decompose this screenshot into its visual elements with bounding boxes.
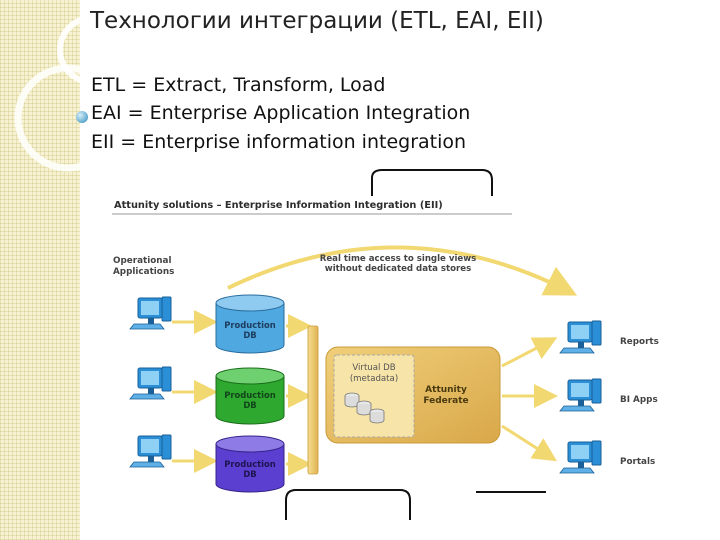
left-label-line1: Operational (113, 256, 172, 266)
connector-bar (307, 325, 319, 475)
connector-arrow (501, 337, 558, 368)
small-db-icon (356, 400, 372, 416)
arrow-label-line2: without dedicated data stores (325, 264, 471, 274)
bullet-dot-icon (76, 111, 88, 123)
virtual-db-box (333, 354, 415, 438)
attunity-federate-panel: Virtual DB (metadata) Attunity Federate (325, 346, 501, 444)
definition-etl: ETL = Extract, Transform, Load (91, 74, 386, 96)
definition-eii: EII = Enterprise information integration (91, 131, 467, 153)
left-label-line2: Applications (113, 267, 174, 277)
output-reports-label: Reports (620, 337, 659, 347)
bottom-bracket (285, 489, 411, 520)
computer-icon (559, 320, 602, 354)
definition-eai: EAI = Enterprise Application Integration (91, 102, 471, 124)
db-label-line1: Production (224, 390, 276, 400)
db-label-line2: DB (243, 330, 256, 340)
db-label-line2: DB (243, 469, 256, 479)
arc-arrow (227, 245, 578, 296)
computer-icon (129, 366, 172, 400)
virtual-db-label-line2: (metadata) (350, 374, 398, 384)
federate-label-line1: Attunity (425, 385, 467, 395)
output-bi-apps-label: BI Apps (620, 395, 658, 405)
virtual-db-label-line1: Virtual DB (352, 363, 395, 373)
output-portals-label: Portals (620, 457, 655, 467)
computer-icon (129, 296, 172, 330)
db-label-line1: Production (224, 320, 276, 330)
db-label-line2: DB (243, 400, 256, 410)
db-label-line1: Production (224, 459, 276, 469)
production-db-3: Production DB (215, 435, 285, 493)
decorative-circles (14, 15, 127, 172)
connector-arrow (501, 424, 558, 462)
federate-label-line2: Federate (423, 396, 468, 406)
slide-title: Технологии интеграции (ETL, EAI, EII) (90, 8, 544, 34)
computer-icon (129, 434, 172, 468)
computer-icon (559, 378, 602, 412)
diagram-heading: Attunity solutions – Enterprise Informat… (114, 200, 443, 211)
production-db-1: Production DB (215, 294, 285, 354)
decorative-pattern (0, 0, 80, 540)
computer-icon (559, 440, 602, 474)
top-bracket (371, 169, 493, 196)
production-db-2: Production DB (215, 367, 285, 425)
small-db-icon (369, 408, 385, 424)
arrow-label-line1: Real time access to single views (320, 254, 477, 264)
